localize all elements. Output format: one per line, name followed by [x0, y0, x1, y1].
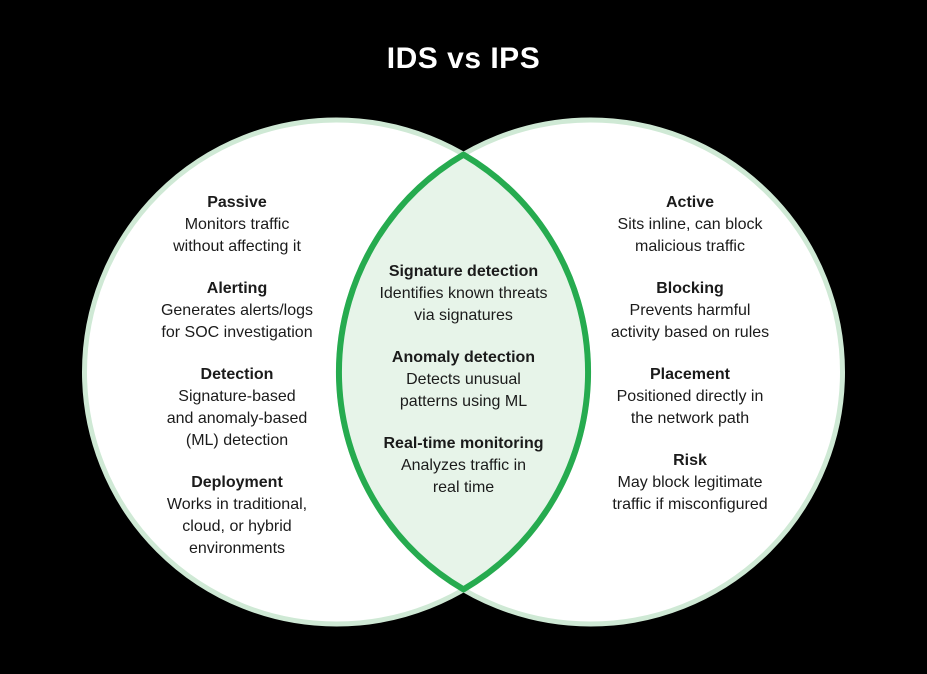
venn-item-heading: Anomaly detection [391, 349, 536, 366]
venn-item-heading: Signature detection [388, 263, 539, 280]
venn-item-lines: May block legitimate traffic if misconfi… [612, 474, 768, 513]
venn-item-lines: Positioned directly in the network path [616, 388, 764, 427]
venn-item-heading: Detection [200, 366, 274, 383]
venn-item-lines: Analyzes traffic in real time [400, 457, 527, 496]
venn-item-heading: Passive [207, 194, 267, 211]
venn-item-heading: Active [665, 194, 715, 211]
venn-item-heading: Alerting [206, 280, 268, 297]
venn-item-lines: Generates alerts/logs for SOC investigat… [160, 302, 314, 341]
venn-item-alerting: Alerting Generates alerts/logs for SOC i… [122, 278, 352, 344]
venn-item-heading: Risk [673, 452, 707, 469]
venn-item-lines: Monitors traffic without affecting it [173, 216, 301, 255]
venn-item-heading: Real-time monitoring [383, 435, 544, 452]
venn-item-heading: Blocking [656, 280, 724, 297]
venn-item-lines: Sits inline, can block malicious traffic [617, 216, 763, 255]
venn-item-anomaly-detection: Anomaly detection Detects unusual patter… [356, 347, 571, 413]
venn-item-active: Active Sits inline, can block malicious … [575, 192, 805, 258]
ids-column: Passive Monitors traffic without affecti… [122, 192, 352, 560]
venn-item-lines: Prevents harmful activity based on rules [610, 302, 770, 341]
venn-item-heading: Placement [649, 366, 731, 383]
venn-item-blocking: Blocking Prevents harmful activity based… [575, 278, 805, 344]
venn-item-lines: Detects unusual patterns using ML [399, 371, 528, 410]
overlap-column: Signature detection Identifies known thr… [356, 261, 571, 499]
venn-item-lines: Identifies known threats via signatures [379, 285, 548, 324]
venn-item-lines: Signature-based and anomaly-based (ML) d… [166, 388, 308, 449]
venn-item-placement: Placement Positioned directly in the net… [575, 364, 805, 430]
overlap-lens [335, 151, 592, 593]
venn-item-lines: Works in traditional, cloud, or hybrid e… [166, 496, 308, 557]
venn-item-passive: Passive Monitors traffic without affecti… [122, 192, 352, 258]
venn-item-detection: Detection Signature-based and anomaly-ba… [122, 364, 352, 452]
venn-item-realtime-monitoring: Real-time monitoring Analyzes traffic in… [356, 433, 571, 499]
venn-item-heading: Deployment [191, 474, 283, 491]
venn-item-deployment: Deployment Works in traditional, cloud, … [122, 472, 352, 560]
page-title: IDS vs IPS [386, 42, 541, 75]
venn-item-risk: Risk May block legitimate traffic if mis… [575, 450, 805, 516]
ips-column: Active Sits inline, can block malicious … [575, 192, 805, 516]
venn-item-signature-detection: Signature detection Identifies known thr… [356, 261, 571, 327]
